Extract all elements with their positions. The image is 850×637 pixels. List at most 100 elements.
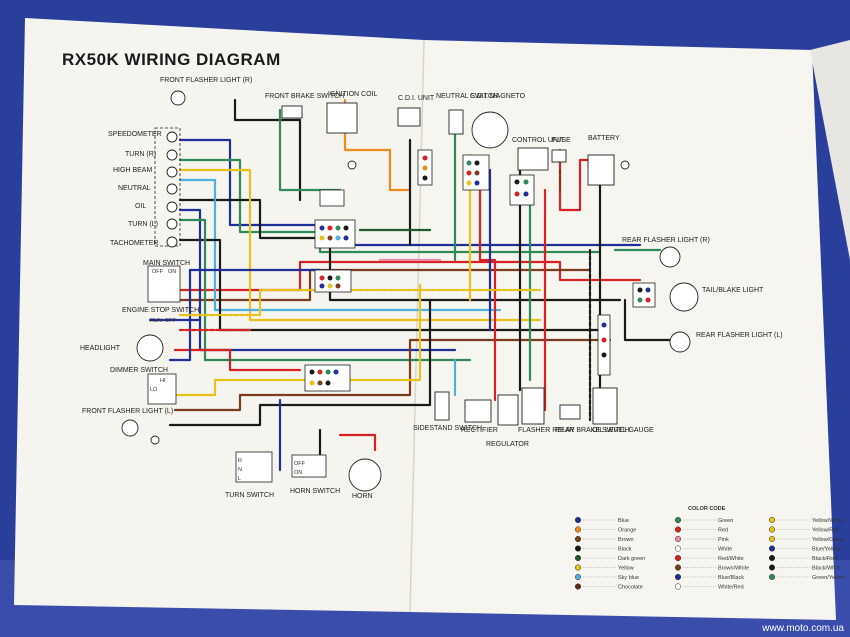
color-name: Red — [718, 528, 728, 534]
color-swatch — [574, 564, 582, 571]
label-sidestand-switch: SIDESTAND SWITCH — [413, 425, 482, 432]
switch-tables: OFF ON RUN OFF HI LO R N L OFF ON — [150, 269, 306, 482]
main-switch-on: ON — [168, 269, 176, 275]
label-oil-level-gauge: OIL LEVEL GAUGE — [592, 427, 654, 434]
color-swatch — [674, 516, 682, 524]
label-engine-stop: ENGINE STOP SWITCH — [122, 307, 199, 314]
color-name: Yellow/White — [812, 518, 843, 524]
engine-stop-run: RUN — [150, 318, 162, 324]
color-swatch — [574, 573, 582, 581]
label-horn-switch: HORN SWITCH — [290, 488, 340, 495]
bottom-labels: TURN SWITCH HORN SWITCH HORN SIDESTAND S… — [225, 425, 654, 500]
label-turn-switch: TURN SWITCH — [225, 492, 274, 499]
color-name: Sky blue — [618, 575, 639, 581]
color-name: Black — [618, 547, 632, 553]
label-turn-r: TURN (R) — [125, 151, 156, 158]
color-swatch — [768, 526, 776, 533]
diagram-title: RX50K WIRING DIAGRAM — [62, 50, 281, 69]
label-oil: OIL — [135, 203, 146, 210]
color-name: Black/White — [812, 566, 841, 572]
wiring-lines — [148, 98, 672, 472]
label-rear-flasher-l: REAR FLASHER LIGHT (L) — [696, 332, 783, 339]
color-swatch — [674, 573, 682, 581]
label-rectifier: RECTIFIER — [461, 427, 498, 434]
color-swatch — [574, 583, 582, 590]
label-high-beam: HIGH BEAM — [113, 167, 152, 174]
color-name: Chocolate — [618, 585, 643, 591]
label-rear-flasher-r: REAR FLASHER LIGHT (R) — [622, 237, 710, 244]
indicator-lamps — [121, 90, 699, 492]
color-name: Blue — [618, 518, 629, 524]
color-swatch — [574, 545, 582, 552]
color-swatch — [674, 583, 682, 590]
color-name: Blue/Yellow — [812, 547, 840, 553]
label-main-switch: MAIN SWITCH — [143, 260, 190, 267]
label-headlight: HEADLIGHT — [80, 345, 121, 352]
label-ignition-coil: IGNITION COIL — [328, 91, 378, 98]
color-swatch — [574, 516, 582, 524]
connectors — [147, 127, 656, 483]
color-swatch — [574, 526, 582, 533]
label-turn-l: TURN (L) — [128, 221, 158, 228]
color-swatch — [768, 573, 776, 581]
label-cdi-magneto: C.D.I. MAGNETO — [470, 93, 526, 100]
label-front-flasher-r: FRONT FLASHER LIGHT (R) — [160, 77, 252, 84]
color-swatch — [768, 516, 776, 524]
color-swatch — [574, 535, 582, 543]
turn-r: R — [238, 458, 242, 464]
color-name: Orange — [618, 528, 636, 534]
color-swatch — [768, 564, 776, 571]
color-name: Brown/White — [718, 566, 749, 572]
color-swatch — [574, 554, 582, 562]
label-fuse: FUSE — [552, 137, 571, 144]
label-tail-brake: TAIL/BLAKE LIGHT — [702, 287, 764, 294]
color-swatch — [674, 545, 682, 552]
color-name: Dark green — [618, 556, 645, 562]
color-name: Yellow — [618, 566, 634, 572]
label-regulator: REGULATOR — [486, 441, 529, 448]
color-name: Yellow/Red — [812, 528, 839, 534]
label-control-unit: CONTROL UNIT — [512, 137, 565, 144]
label-horn: HORN — [352, 493, 373, 500]
turn-l: L — [238, 476, 241, 482]
dimmer-hi: HI — [160, 378, 166, 384]
color-swatch — [674, 564, 682, 571]
label-neutral: NEUTRAL — [118, 185, 151, 192]
label-rear-brake-switch: REAR BRAKE SWITCH — [555, 427, 630, 434]
connector-pins — [309, 155, 651, 386]
color-code-title: COLOR CODE — [688, 506, 726, 512]
label-dimmer: DIMMER SWITCH — [110, 367, 168, 374]
color-name: Brown — [618, 537, 634, 543]
engine-stop-off: OFF — [165, 318, 177, 324]
color-name: Blue/Black — [718, 575, 744, 581]
color-name: White/Red — [718, 585, 744, 591]
label-front-flasher-l: FRONT FLASHER LIGHT (L) — [82, 408, 173, 415]
color-name: Red/White — [718, 556, 744, 562]
color-swatch — [768, 535, 776, 543]
right-labels: REAR FLASHER LIGHT (R) TAIL/BLAKE LIGHT … — [622, 237, 783, 339]
color-name: Green/Yellow — [812, 575, 845, 581]
label-speedometer: SPEEDOMETER — [108, 131, 162, 138]
label-tachometer: TACHOMETER — [110, 240, 158, 247]
components — [281, 102, 618, 426]
color-name: White — [718, 547, 732, 553]
color-name: Black/Red — [812, 556, 837, 562]
color-name: Yellow/Green — [812, 537, 845, 543]
label-neutral-switch: NEUTRAL SWITCH — [436, 93, 498, 100]
color-swatch — [674, 554, 682, 562]
left-labels: FRONT FLASHER LIGHT (R) SPEEDOMETER TURN… — [80, 77, 252, 415]
color-swatch — [674, 535, 682, 543]
horn-off: OFF — [294, 461, 306, 467]
label-cdi-unit: C.D.I. UNIT — [398, 95, 435, 102]
top-labels: FRONT BRAKE SWITCH IGNITION COIL C.D.I. … — [265, 91, 620, 144]
color-swatch — [674, 526, 682, 533]
color-swatch — [768, 554, 776, 562]
dimmer-lo: LO — [150, 387, 158, 393]
label-battery: BATTERY — [588, 135, 620, 142]
label-front-brake-switch: FRONT BRAKE SWITCH — [265, 93, 344, 100]
main-switch-off: OFF — [152, 269, 164, 275]
label-flasher-relay: FLASHER RELAY — [518, 427, 575, 434]
horn-on: ON — [294, 470, 302, 476]
